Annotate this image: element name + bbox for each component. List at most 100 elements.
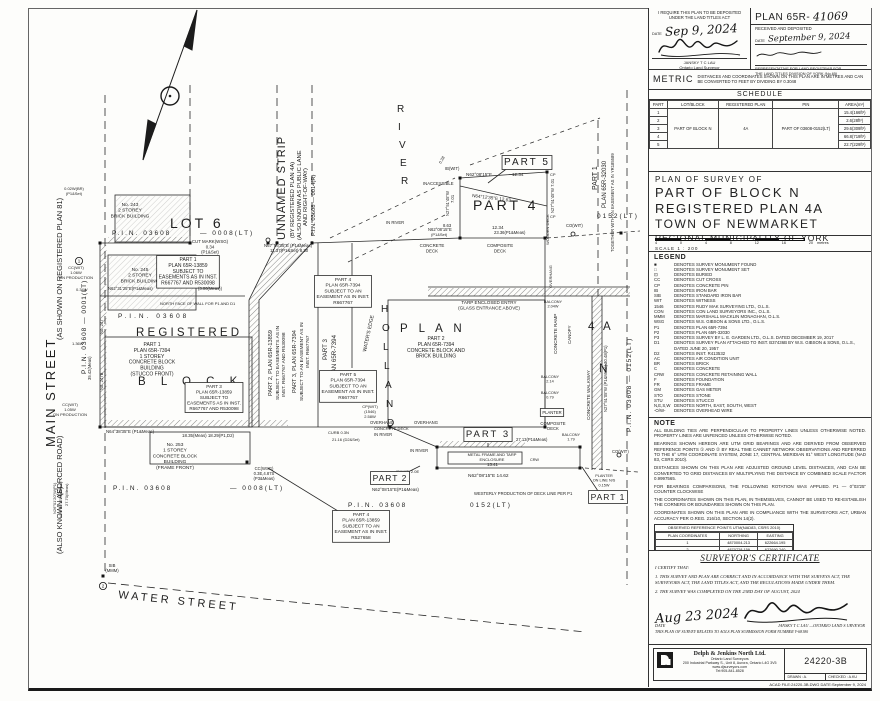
deposit-statement-line2: UNDER THE LAND TITLES ACT — [668, 15, 731, 21]
drawing-label: CANOPY — [567, 325, 572, 344]
label-box — [463, 427, 513, 442]
drawing-label: N26°01'20"W(P1) — [52, 482, 57, 514]
deposit-block: I REQUIRE THIS PLAN TO BE DEPOSITED UNDE… — [649, 8, 871, 76]
firm-logo-icon — [657, 651, 673, 668]
drawing-label: 35.42(Meas) — [87, 356, 92, 380]
schedule-header: PIN — [772, 99, 840, 109]
drawing-label: WATER STREET — [118, 589, 240, 614]
note-paragraph: COORDINATES SHOWN ON THIS PLAN ARE IN CO… — [654, 510, 866, 521]
drawing-label: CONCRETE RAMP — [553, 314, 558, 354]
drawing-label: 27.70(Meas) — [64, 483, 69, 506]
monument-square — [543, 425, 547, 429]
drawing-label: (AS SHOWN ON REGISTERED PLAN 81) — [55, 197, 64, 340]
drawing-label: SUBJECT TO EASEMENTS AS IN — [275, 325, 281, 400]
plan-number-handwritten: 41069 — [812, 9, 849, 24]
drawing-label: CO(WIT) — [612, 449, 629, 454]
handwritten-date: September 9, 2024 — [767, 31, 851, 45]
drawing-label: P.I.N. 03608 — [118, 313, 189, 320]
note-paragraph: DISTANCES SHOWN ON THIS PLAN ARE ADJUSTE… — [654, 465, 866, 481]
drawing-label: 21.16 (D2&Set) — [332, 437, 360, 442]
schedule-header: AREA(m²) — [838, 99, 871, 109]
drawing-label: (P1&Set) — [431, 232, 448, 237]
metric-text: DISTANCES AND COORDINATES SHOWN ON THIS … — [697, 74, 864, 85]
drawing-label: N62°08'15"E — [466, 172, 492, 177]
drawing-label: 12.34 — [512, 172, 524, 177]
label-box — [156, 255, 220, 289]
monument-square — [310, 241, 314, 245]
scale-bar — [655, 237, 805, 241]
certificate-signature — [744, 602, 848, 623]
drawing-label: 18.35(Meas) 18.29(P1,D2) — [182, 433, 235, 438]
drawing-label: INST. R667767 AND R530098 — [281, 332, 287, 397]
drawing-label: 4 A — [588, 321, 614, 333]
monument-square — [188, 241, 192, 245]
drawing-label: OVERHANG — [548, 265, 553, 288]
legend: LEGEND ■DENOTES SURVEY MONUMENT FOUND□DE… — [649, 252, 871, 418]
firm-web: www.djsurveyors.com — [712, 664, 748, 669]
surveyor-signature — [657, 38, 740, 57]
deposit-left: I REQUIRE THIS PLAN TO BE DEPOSITED UNDE… — [649, 8, 752, 70]
drawing-label: N64°38'35"E (P1&Meas) — [106, 429, 155, 434]
reference-point-number: 2 — [102, 584, 105, 589]
schedule-header: REGISTERED PLAN — [718, 99, 774, 109]
drawing-label: IN RIVER — [386, 220, 404, 225]
drawing-label: 0152(LT) — [597, 213, 639, 220]
drawing-label: PLANTER — [542, 410, 561, 415]
drawing-label: PART 3 — [322, 338, 329, 360]
date-label: DATE — [755, 38, 765, 43]
north-arrow-icon — [142, 9, 198, 161]
legend-item: ■DENOTES SURVEY MONUMENT FOUND — [654, 261, 757, 267]
drawing-label: INST. R667767 — [305, 335, 311, 368]
drawing-label: PLAN 65R-7394 — [331, 334, 338, 380]
firm-identity: Delph & Jenkins North Ltd. Ontario Land … — [654, 648, 786, 680]
drawing-label: CP — [550, 214, 556, 219]
title-line3: REGISTERED PLAN 4A — [655, 200, 824, 216]
drawing-label: CONCRETE DECK — [374, 426, 409, 431]
monument-square — [578, 466, 582, 470]
reference-points-table: OBSERVED REFERENCE POINTS UTM(NAD83, CSR… — [654, 523, 794, 550]
drawing-label: PART 5 — [504, 157, 550, 168]
drawing-label: CO(WIT) — [566, 223, 583, 228]
drawing-label: NORTH FACE OF WALL FOR P1 AND D1 — [160, 301, 236, 306]
drawing-label: WATER'S EDGE — [362, 314, 376, 352]
registrar-rep-line2: THE LAND TITLES DIVISION OF YORK (No.65) — [755, 71, 838, 76]
note-title: NOTE — [654, 419, 676, 427]
drawing-label: (BY REGISTERED PLAN 4A) — [290, 162, 296, 238]
drawing-label: SIB(MMM) — [105, 563, 119, 573]
firm-subtitle: Ontario Land Surveyors — [710, 656, 749, 661]
drawn-by: DRAWN : A. — [787, 675, 808, 679]
drawing-label: P.I.N. 03608 — 0014(R) — [311, 174, 317, 236]
drawing-label: N27°51'05"W (P1&Meas) 30.48(P1) — [603, 345, 608, 412]
drawing-label: No. 247 — [99, 319, 104, 334]
drawing-label: PART 1 — [591, 492, 626, 502]
drawing-label: UNNAMED STRIP — [276, 136, 288, 240]
job-number: 24220-3B — [804, 655, 848, 666]
label-box — [319, 370, 377, 403]
scale-unit: metres — [817, 241, 829, 246]
drawing-label: P.I.N. 03608 — [113, 485, 172, 492]
drawing-label: CP — [550, 172, 556, 177]
survey-monuments: 12 — [75, 170, 623, 591]
drawing-label: WESTERLY PRODUCTION OF DECK LINE PER P1 — [474, 491, 573, 496]
